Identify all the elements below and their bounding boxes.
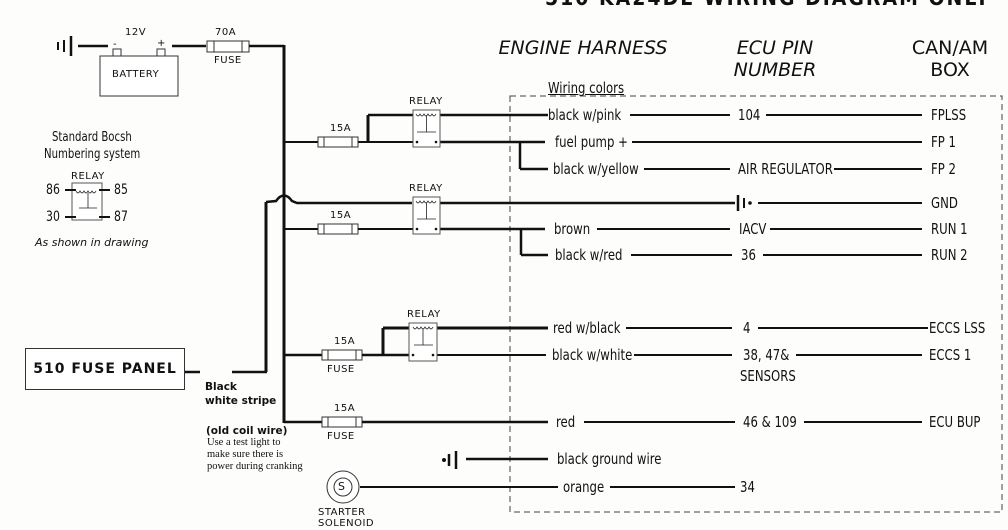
ground-wire-icon bbox=[442, 451, 458, 469]
battery-neg-terminal: - bbox=[113, 39, 118, 50]
circuit-3-relay-label: RELAY bbox=[407, 309, 441, 320]
header-ecu-pin-line1: ECU PIN bbox=[736, 37, 814, 59]
row-box: ECU BUP bbox=[929, 413, 981, 431]
row-box: ECCS LSS bbox=[929, 319, 986, 337]
row-wire: black ground wire bbox=[557, 450, 662, 468]
legend-title-line1: Standard Bocsh bbox=[52, 130, 132, 145]
row-box: RUN 2 bbox=[931, 246, 968, 264]
circuit-4-fuse-rating: 15A bbox=[334, 403, 356, 414]
legend-relay-icon bbox=[65, 182, 110, 221]
row-box: RUN 1 bbox=[931, 220, 968, 238]
row-pin-line2: SENSORS bbox=[740, 367, 796, 385]
row-wire: black w/yellow bbox=[553, 160, 639, 178]
fuse-panel-wire-line2: white stripe bbox=[205, 395, 277, 407]
circuit-1-relay-label: RELAY bbox=[409, 96, 443, 107]
row-wire: black w/pink bbox=[548, 106, 622, 124]
row-wire: black w/white bbox=[552, 346, 633, 364]
relay-1-icon bbox=[412, 109, 441, 148]
legend-pin-85: 85 bbox=[114, 182, 128, 198]
row-pin: 36 bbox=[741, 246, 756, 264]
relay-2-icon bbox=[412, 196, 441, 235]
fuse-panel-note-line3: power during cranking bbox=[207, 461, 303, 472]
legend-title-line2: Numbering system bbox=[44, 147, 141, 162]
legend-pin-30: 30 bbox=[46, 209, 60, 225]
row-pin: 4 bbox=[743, 319, 751, 337]
diagram-title: 510 KA24DE WIRING DIAGRAM ONLY bbox=[545, 0, 991, 10]
gnd-symbol-icon bbox=[736, 195, 752, 211]
row-wire: red w/black bbox=[553, 319, 621, 337]
battery-pos-terminal: + bbox=[157, 38, 166, 49]
row-pin: IACV bbox=[739, 220, 767, 238]
row-wire: black w/red bbox=[555, 246, 623, 264]
circuit-4-fuse-label: FUSE bbox=[327, 431, 355, 442]
legend-pin-86: 86 bbox=[46, 182, 60, 198]
battery-ground-icon bbox=[57, 36, 73, 56]
header-canam-line1: CAN/AM bbox=[911, 37, 989, 59]
row-pin: 34 bbox=[740, 478, 755, 496]
row-wire: orange bbox=[563, 478, 605, 496]
row-pin: 46 & 109 bbox=[743, 413, 797, 431]
row-pin: 38, 47& bbox=[743, 346, 790, 364]
fuse-circuit-4 bbox=[321, 416, 363, 428]
main-fuse-rating: 70A bbox=[215, 27, 237, 38]
fuse-panel-label: 510 FUSE PANEL bbox=[25, 348, 185, 390]
legend-pin-87: 87 bbox=[114, 209, 128, 225]
row-box: FP 1 bbox=[931, 133, 956, 151]
starter-label-line1: STARTER bbox=[318, 507, 366, 518]
header-canam-line2: BOX bbox=[930, 59, 970, 81]
row-box: FPLSS bbox=[931, 106, 967, 124]
row-wire: red bbox=[556, 413, 576, 431]
row-pin: 104 bbox=[738, 106, 761, 124]
starter-solenoid-icon bbox=[326, 470, 360, 504]
wiring-colors-label: Wiring colors bbox=[548, 79, 625, 97]
starter-label-line2: SOLENOID bbox=[318, 518, 375, 529]
relay-3-icon bbox=[408, 322, 438, 362]
row-box: ECCS 1 bbox=[929, 346, 972, 364]
fuse-panel-note-title: (old coil wire) bbox=[206, 425, 288, 437]
fuse-panel-note-line1: Use a test light to bbox=[207, 437, 281, 448]
row-pin: AIR REGULATOR bbox=[738, 160, 833, 178]
legend-note: As shown in drawing bbox=[35, 236, 149, 249]
circuit-3-fuse-rating: 15A bbox=[334, 336, 356, 347]
row-wire: brown bbox=[554, 220, 591, 238]
main-fuse-label: FUSE bbox=[214, 55, 242, 66]
circuit-2-fuse-rating: 15A bbox=[330, 210, 352, 221]
starter-symbol: S bbox=[338, 480, 346, 493]
row-box: FP 2 bbox=[931, 160, 956, 178]
fuse-panel-note-line2: make sure there is bbox=[207, 449, 284, 460]
battery-label: BATTERY bbox=[112, 69, 160, 80]
fuse-panel-wire-line1: Black bbox=[205, 381, 237, 393]
engine-harness-boundary bbox=[509, 95, 1003, 513]
header-ecu-pin-line2: NUMBER bbox=[733, 59, 817, 81]
battery-voltage: 12V bbox=[125, 27, 147, 38]
circuit-1-fuse-rating: 15A bbox=[330, 123, 352, 134]
row-wire: fuel pump + bbox=[555, 133, 628, 151]
circuit-3-fuse-label: FUSE bbox=[327, 364, 355, 375]
circuit-2-relay-label: RELAY bbox=[409, 183, 443, 194]
legend-relay-label: RELAY bbox=[71, 171, 105, 182]
battery bbox=[99, 55, 179, 97]
header-engine-harness: ENGINE HARNESS bbox=[498, 37, 668, 59]
row-box: GND bbox=[931, 194, 958, 212]
